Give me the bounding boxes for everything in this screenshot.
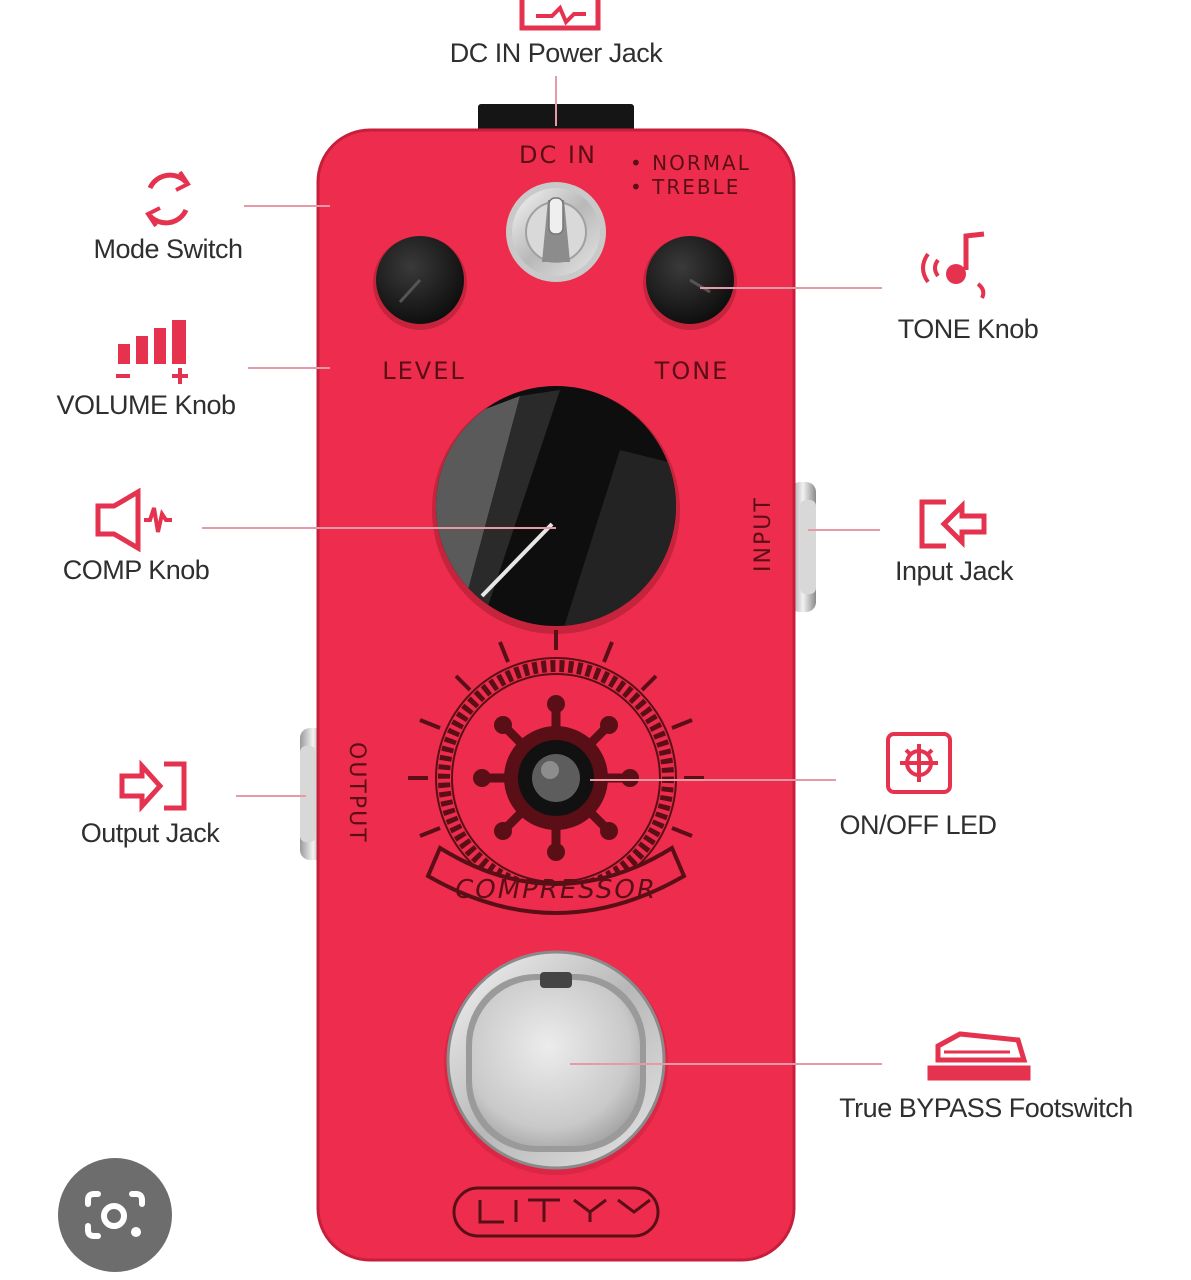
led-light-icon bbox=[886, 732, 952, 794]
volume-knob-label: VOLUME Knob bbox=[56, 390, 236, 420]
mode-toggle-switch bbox=[506, 182, 606, 282]
tone-knob bbox=[643, 236, 737, 330]
foot-pedal-icon bbox=[927, 1031, 1031, 1081]
compressor-badge bbox=[425, 845, 687, 915]
lens-button[interactable] bbox=[58, 1158, 172, 1272]
speaker-wave-icon bbox=[95, 487, 172, 553]
leader-lines bbox=[202, 76, 882, 1065]
led-light bbox=[518, 740, 594, 816]
mode-switch-label: Mode Switch bbox=[93, 234, 243, 264]
tone-knob-label: TONE Knob bbox=[897, 314, 1039, 344]
level-knob bbox=[373, 236, 467, 330]
on-off-led-label: ON/OFF LED bbox=[839, 810, 997, 840]
google-lens-icon bbox=[85, 1191, 145, 1239]
volume-bars-icon bbox=[116, 320, 188, 384]
brand-logo bbox=[452, 1186, 660, 1238]
input-jack bbox=[790, 482, 816, 612]
output-jack-label: Output Jack bbox=[80, 818, 220, 848]
input-jack-label: Input Jack bbox=[894, 556, 1014, 586]
arrow-out-icon bbox=[119, 759, 187, 813]
footswitch-label: True BYPASS Footswitch bbox=[839, 1093, 1133, 1123]
footswitch bbox=[444, 950, 668, 1175]
rotate-arrows-icon bbox=[145, 170, 191, 228]
comp-knob-label: COMP Knob bbox=[62, 555, 210, 585]
power-plug-icon bbox=[519, 0, 601, 31]
music-note-icon bbox=[921, 231, 986, 299]
comp-knob bbox=[432, 386, 680, 634]
dc-in-power-jack-label: DC IN Power Jack bbox=[449, 38, 663, 68]
arrow-in-icon bbox=[919, 499, 987, 549]
